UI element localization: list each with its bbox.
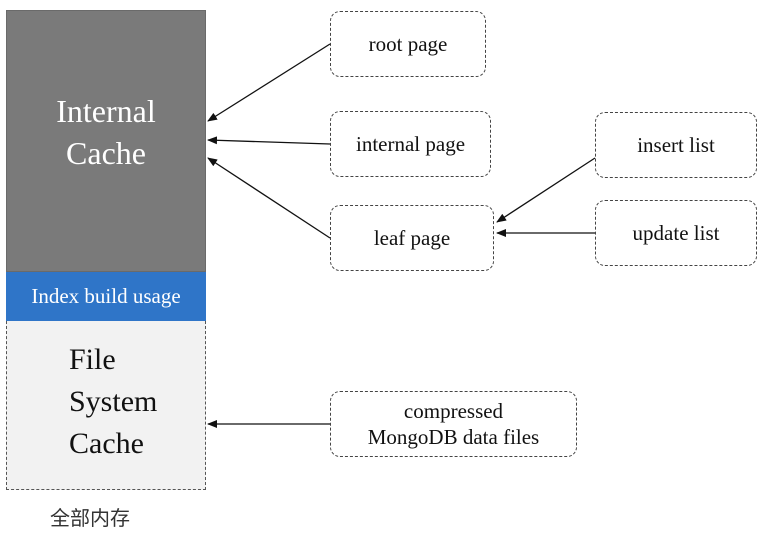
internal-cache-block: Internal Cache (6, 10, 206, 272)
internal-cache-line-1: Internal (56, 93, 156, 129)
compressed-label-line-2: MongoDB data files (367, 425, 540, 449)
index-build-usage-label: Index build usage (31, 284, 181, 308)
fs-cache-line-3: Cache (69, 427, 144, 460)
file-system-cache-block: File System Cache (6, 321, 206, 490)
leaf-page-box: leaf page (330, 205, 494, 271)
arrow-internal-to-cache (207, 136, 331, 145)
fs-cache-line-2: System (69, 385, 158, 418)
root-page-box: root page (330, 11, 486, 77)
arrow-leaf-to-cache (207, 157, 331, 239)
internal-cache-line-2: Cache (66, 135, 146, 171)
leaf-page-label: leaf page (373, 226, 451, 250)
fs-cache-line-1: File (69, 343, 116, 376)
compressed-data-files-box: compressed MongoDB data files (330, 391, 577, 457)
arrow-root-to-cache (207, 43, 331, 122)
internal-page-label: internal page (355, 132, 466, 156)
root-page-label: root page (368, 32, 448, 56)
insert-list-label: insert list (637, 133, 715, 157)
arrow-insert-to-leaf (496, 157, 596, 223)
compressed-label-line-1: compressed (403, 399, 504, 423)
internal-page-box: internal page (330, 111, 491, 177)
total-memory-label: 全部内存 (50, 506, 130, 530)
insert-list-box: insert list (595, 112, 757, 178)
update-list-label: update list (632, 221, 720, 245)
update-list-box: update list (595, 200, 757, 266)
index-build-usage-block: Index build usage (6, 272, 206, 321)
